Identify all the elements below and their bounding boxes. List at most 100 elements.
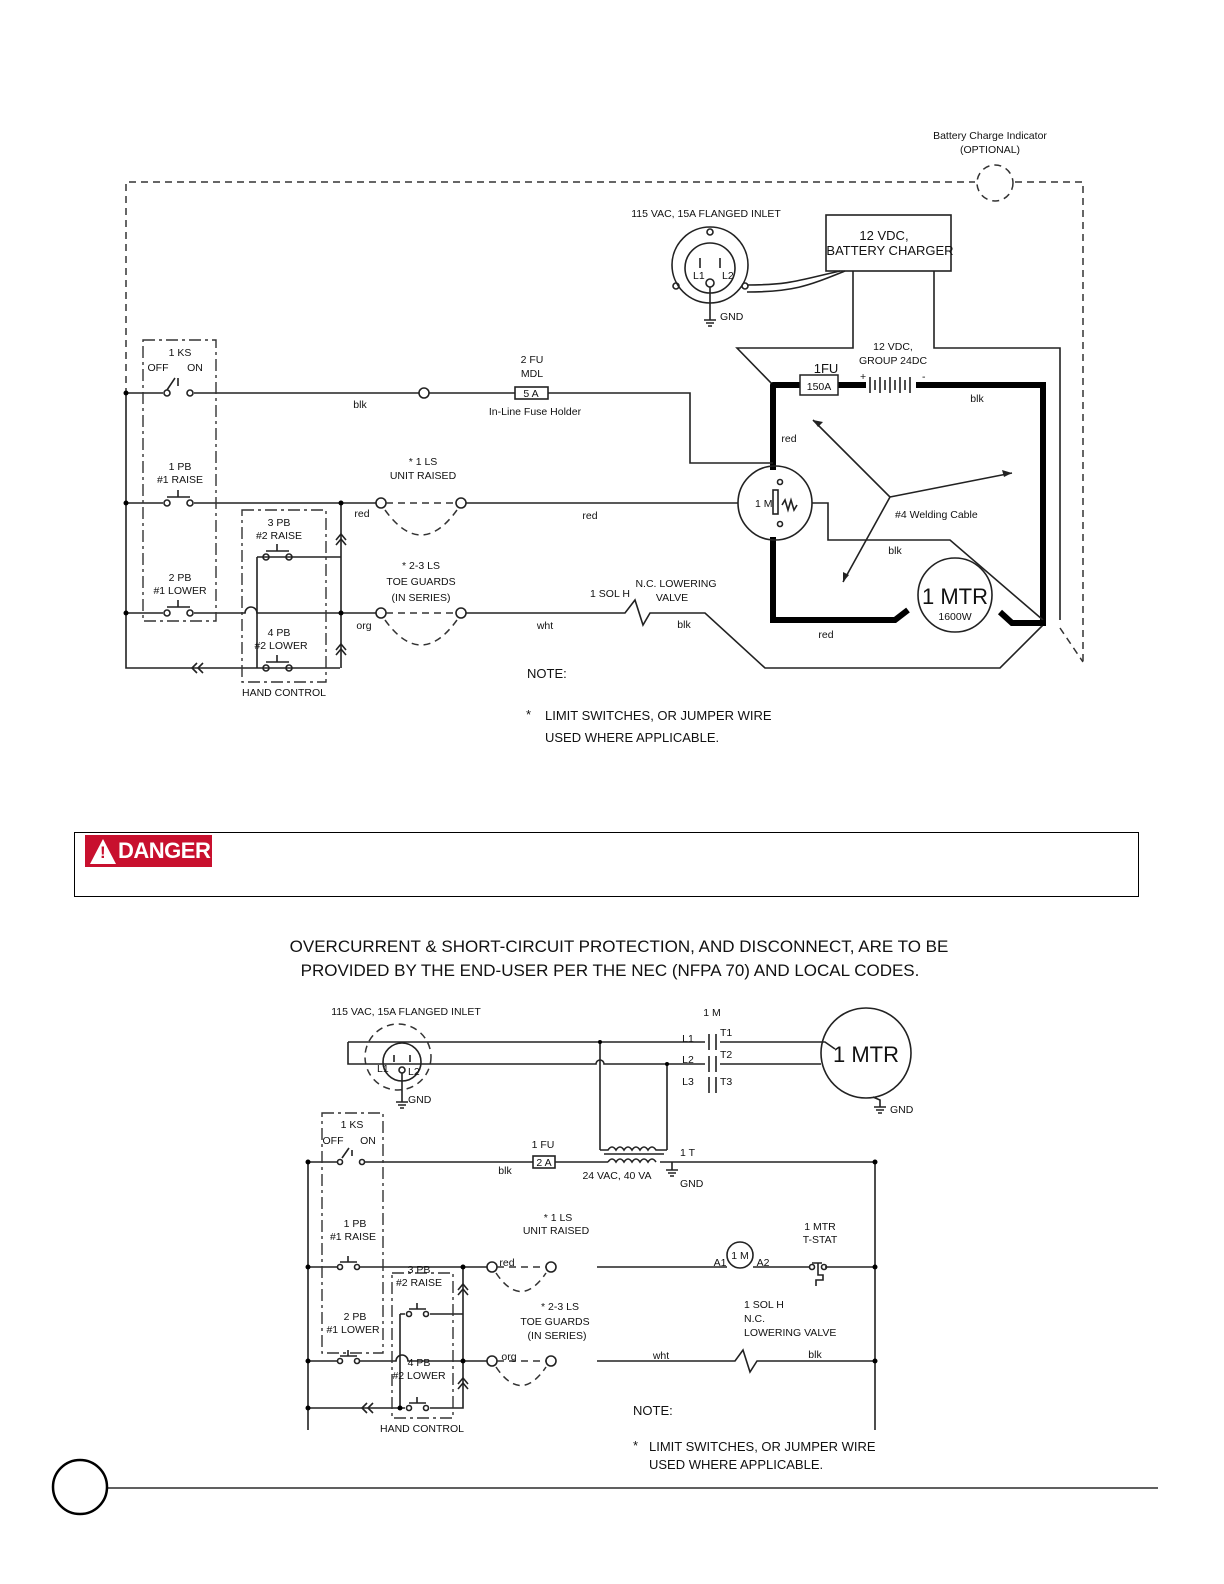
charger-voltage: 12 VDC, bbox=[859, 228, 908, 243]
note-title: NOTE: bbox=[633, 1403, 673, 1418]
hand-control-label: HAND CONTROL bbox=[380, 1423, 464, 1435]
wire-label: blk bbox=[498, 1165, 512, 1177]
l1-label: L1 bbox=[682, 1033, 694, 1045]
wire-label: red bbox=[818, 629, 833, 641]
wire-label: wht bbox=[652, 1350, 669, 1362]
control-fuse-type: MDL bbox=[521, 368, 543, 380]
coil-a2: A2 bbox=[757, 1257, 770, 1269]
transformer-label: 1 T bbox=[680, 1147, 696, 1159]
ls23-function: TOE GUARDS bbox=[386, 576, 455, 588]
hand-control-label: HAND CONTROL bbox=[242, 687, 326, 699]
ks-off: OFF bbox=[323, 1135, 344, 1147]
pb1-label: 1 PB bbox=[169, 461, 192, 473]
valve-label: N.C. LOWERING bbox=[635, 578, 716, 590]
battery-charger-box bbox=[825, 214, 952, 272]
pb4-function: #2 LOWER bbox=[254, 640, 308, 652]
control-fuse-icon bbox=[514, 386, 549, 400]
battery-plus: + bbox=[860, 371, 866, 383]
pushbutton-icon bbox=[163, 600, 194, 617]
limit-switch-icon bbox=[375, 497, 467, 536]
connector-icon bbox=[190, 662, 204, 674]
control-fuse-name: 2 FU bbox=[521, 354, 544, 366]
inlet-l1-label: L1 bbox=[377, 1063, 389, 1075]
pb2-label: 2 PB bbox=[344, 1311, 367, 1323]
battery-group: GROUP 24DC bbox=[859, 355, 927, 367]
battery-minus: - bbox=[922, 371, 926, 383]
pb3-label: 3 PB bbox=[268, 517, 291, 529]
contactor-coil-icon bbox=[726, 1241, 754, 1269]
ls23-label: * 2-3 LS bbox=[402, 560, 440, 572]
l3-label: L3 bbox=[682, 1076, 694, 1088]
wire-label: org bbox=[501, 1351, 516, 1363]
pb3-function: #2 RAISE bbox=[256, 530, 302, 542]
solenoid-type: N.C. bbox=[744, 1313, 765, 1325]
pushbutton-icon bbox=[405, 1303, 430, 1318]
pb4-label: 4 PB bbox=[268, 627, 291, 639]
ls1-function: UNIT RAISED bbox=[523, 1225, 590, 1237]
fuse-icon bbox=[532, 1155, 556, 1169]
note-bullet: * bbox=[633, 1438, 638, 1453]
transformer-gnd-label: GND bbox=[680, 1178, 704, 1190]
flanged-inlet-icon bbox=[671, 226, 749, 327]
battery-indicator-optional: (OPTIONAL) bbox=[960, 144, 1020, 156]
limit-switch-icon bbox=[486, 1355, 557, 1387]
limit-switch-icon bbox=[375, 607, 467, 646]
key-switch-icon bbox=[163, 377, 194, 397]
motor-gnd-label: GND bbox=[890, 1104, 914, 1116]
warning-triangle-icon: ! bbox=[90, 838, 116, 864]
transformer-rating: 24 VAC, 40 VA bbox=[582, 1170, 651, 1182]
flanged-inlet-icon bbox=[364, 1023, 432, 1109]
inlet-l2-label: L2 bbox=[722, 270, 734, 282]
contactor-icon bbox=[737, 465, 813, 541]
battery-indicator-icon bbox=[976, 164, 1014, 202]
motor-icon bbox=[820, 1007, 912, 1099]
solenoid-label: 1 SOL H bbox=[590, 588, 630, 600]
t3-label: T3 bbox=[720, 1076, 732, 1088]
ls23-series: (IN SERIES) bbox=[392, 592, 451, 604]
thermostat-label: 1 MTR bbox=[804, 1221, 836, 1233]
dc-wiring-diagram: Battery Charge Indicator (OPTIONAL) 115 … bbox=[123, 130, 1084, 745]
pb2-function: #1 LOWER bbox=[326, 1324, 380, 1336]
solenoid-function: LOWERING VALVE bbox=[744, 1327, 836, 1339]
wire-label: red bbox=[499, 1257, 514, 1269]
pb1-label: 1 PB bbox=[344, 1218, 367, 1230]
wire-label: red bbox=[354, 508, 369, 520]
pushbutton-icon bbox=[262, 655, 293, 672]
note-bullet: * bbox=[526, 707, 531, 722]
contactor-label: 1 M bbox=[703, 1007, 721, 1019]
key-switch-enclosure bbox=[321, 1112, 384, 1354]
wire-label: org bbox=[356, 620, 371, 632]
t2-label: T2 bbox=[720, 1049, 732, 1061]
note-title: NOTE: bbox=[527, 666, 567, 681]
ls1-label: * 1 LS bbox=[409, 456, 438, 468]
thermostat-icon bbox=[808, 1262, 828, 1286]
battery-icon bbox=[866, 375, 916, 395]
pb3-label: 3 PB bbox=[408, 1264, 431, 1276]
ks-label: 1 KS bbox=[341, 1119, 364, 1131]
wire-label: blk bbox=[888, 545, 902, 557]
pushbutton-icon bbox=[336, 1256, 361, 1271]
ls23-function: TOE GUARDS bbox=[520, 1316, 589, 1328]
heading-line: OVERCURRENT & SHORT-CIRCUIT PROTECTION, … bbox=[290, 937, 949, 956]
coil-label: 1 M bbox=[731, 1250, 749, 1262]
charger-label: BATTERY CHARGER bbox=[826, 243, 953, 258]
ls1-label: * 1 LS bbox=[544, 1212, 573, 1224]
pb1-function: #1 RAISE bbox=[330, 1231, 376, 1243]
motor-icon bbox=[917, 557, 993, 633]
danger-label: DANGER bbox=[118, 838, 211, 863]
hand-control-enclosure bbox=[241, 509, 327, 683]
control-fuse-rating: 5 A bbox=[523, 388, 538, 400]
inlet-label: 115 VAC, 15A FLANGED INLET bbox=[331, 1006, 481, 1018]
inlet-gnd-label: GND bbox=[720, 311, 744, 323]
pb4-function: #2 LOWER bbox=[392, 1370, 446, 1382]
main-fuse-icon bbox=[799, 374, 839, 396]
note-line: LIMIT SWITCHES, OR JUMPER WIRE bbox=[649, 1439, 876, 1454]
inlet-label: 115 VAC, 15A FLANGED INLET bbox=[631, 208, 781, 220]
limit-switch-icon bbox=[486, 1261, 557, 1293]
ls23-label: * 2-3 LS bbox=[541, 1301, 579, 1313]
inlet-gnd-label: GND bbox=[408, 1094, 432, 1106]
solenoid-label: 1 SOL H bbox=[744, 1299, 784, 1311]
key-switch-enclosure bbox=[142, 339, 217, 622]
pb3-function: #2 RAISE bbox=[396, 1277, 442, 1289]
note-line: USED WHERE APPLICABLE. bbox=[545, 730, 719, 745]
